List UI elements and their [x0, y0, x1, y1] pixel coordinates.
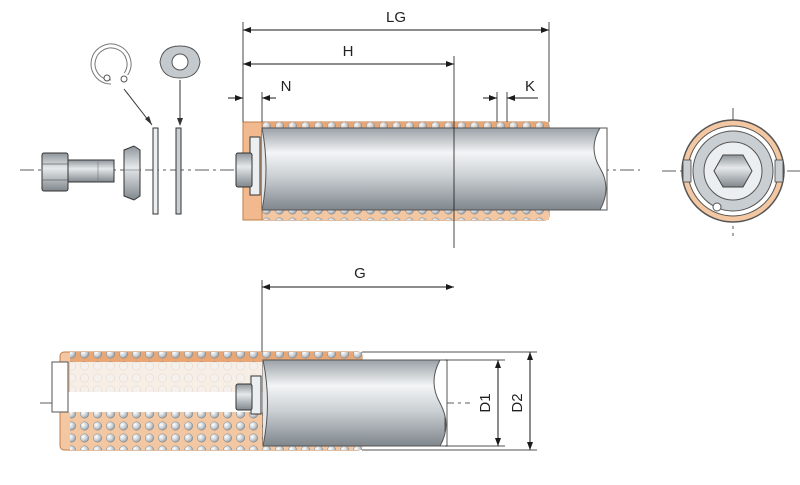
- dimension-H: H: [243, 43, 455, 248]
- label-D1: D1: [477, 393, 494, 412]
- top-assembly: LG H N K: [20, 9, 640, 400]
- dimension-N: N: [228, 78, 291, 122]
- bolt-head-icon: [235, 152, 253, 188]
- bolt-head-bottom-icon: [235, 383, 253, 411]
- shaft-icon: [261, 127, 608, 211]
- label-K: K: [525, 78, 535, 95]
- washer-bar-2: [175, 127, 182, 215]
- retaining-ring-icon: [90, 43, 132, 85]
- washer-bar-1: [152, 127, 159, 215]
- nut-icon: [123, 145, 141, 201]
- dimension-LG: LG: [242, 9, 550, 122]
- dimension-D2: D2: [362, 351, 537, 451]
- label-LG: LG: [386, 9, 406, 26]
- dimension-K: K: [483, 78, 538, 122]
- label-D2: D2: [509, 393, 526, 412]
- hex-bolt-end-icon: [713, 154, 753, 188]
- bolt-icon: [41, 152, 115, 192]
- shaft-bottom: [262, 359, 446, 447]
- label-N: N: [281, 78, 292, 95]
- bottom-assembly: D1 D2: [40, 351, 537, 451]
- label-H: H: [343, 43, 354, 60]
- end-view: [662, 108, 800, 236]
- label-G: G: [354, 265, 366, 282]
- washer-icon: [159, 45, 201, 79]
- dimension-D1: D1: [445, 359, 505, 447]
